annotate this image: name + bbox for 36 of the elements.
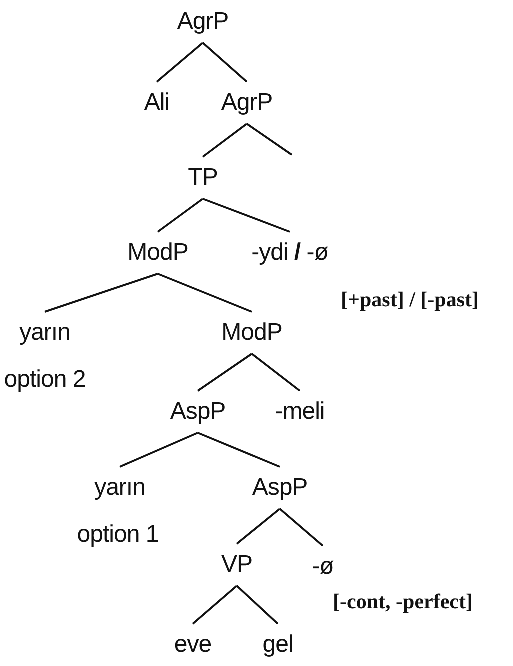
tree-branch bbox=[192, 585, 238, 625]
tree-label: -ydi / -ø bbox=[250, 232, 330, 274]
tree-branch bbox=[198, 432, 280, 468]
tree-branch bbox=[246, 123, 293, 156]
tree-branch bbox=[251, 353, 301, 392]
tree-label: eve bbox=[172, 624, 214, 666]
tree-label: ModP bbox=[220, 312, 284, 354]
tree-branch bbox=[202, 123, 248, 158]
tree-label: AspP bbox=[250, 467, 310, 509]
option-note: option 2 bbox=[4, 366, 86, 394]
tree-branch bbox=[120, 432, 198, 468]
tree-branch bbox=[202, 42, 248, 83]
tree-label: TP bbox=[186, 157, 220, 199]
feature-annotation: [+past] / [-past] bbox=[341, 288, 479, 312]
tree-branch bbox=[157, 198, 204, 233]
tree-label: -meli bbox=[273, 391, 327, 433]
tree-label: ModP bbox=[126, 232, 190, 274]
tree-branch bbox=[236, 585, 279, 625]
tree-label: Ali bbox=[142, 82, 172, 124]
option-note: option 1 bbox=[77, 521, 159, 549]
tree-branch bbox=[236, 508, 281, 545]
tree-label: -ø bbox=[310, 546, 336, 588]
tree-branch bbox=[279, 508, 324, 547]
tree-label: yarın bbox=[92, 467, 148, 509]
tree-branch bbox=[44, 273, 158, 313]
tree-branch bbox=[158, 273, 252, 313]
feature-annotation: [-cont, -perfect] bbox=[333, 590, 473, 614]
tree-label: yarın bbox=[18, 312, 72, 354]
tree-label: VP bbox=[220, 544, 254, 586]
tree-label: AspP bbox=[168, 391, 228, 433]
tree-branch bbox=[156, 42, 204, 83]
tree-label: gel bbox=[260, 624, 296, 666]
tree-branch bbox=[202, 198, 290, 233]
tree-label: AgrP bbox=[175, 1, 231, 43]
tree-branch bbox=[197, 353, 253, 392]
tree-label: AgrP bbox=[219, 82, 275, 124]
